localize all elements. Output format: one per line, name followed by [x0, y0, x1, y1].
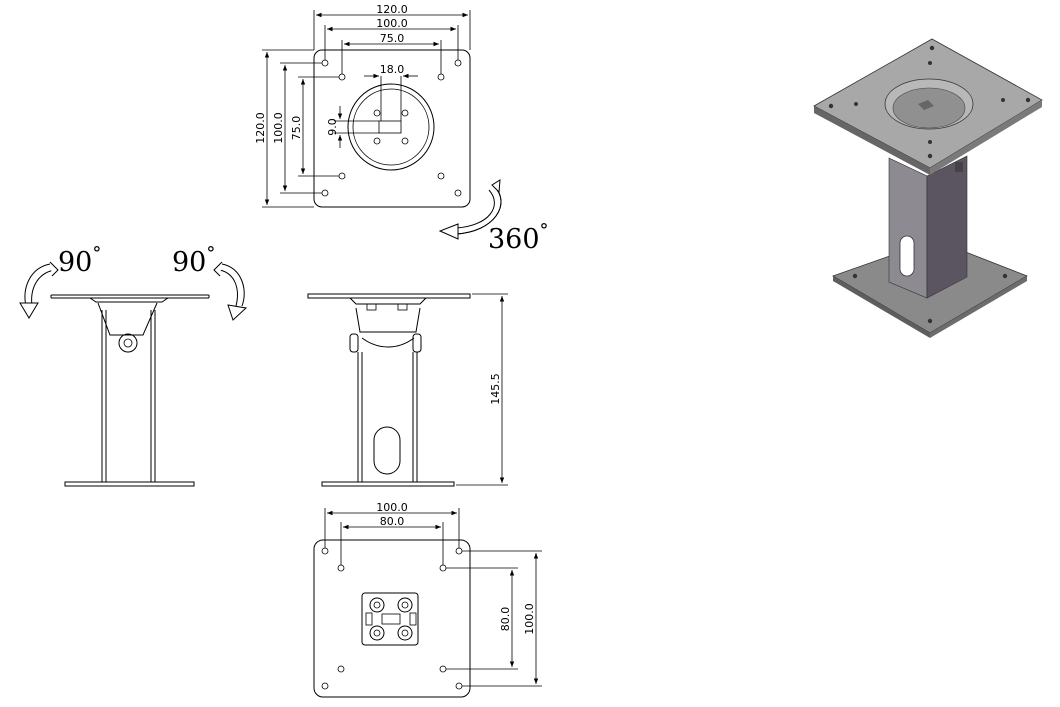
top-view: 120.0 100.0 75.0 18.0 9.0 120.0 100.0 75…	[254, 3, 471, 208]
hole	[338, 172, 346, 180]
dim-slot-height: 9.0	[326, 118, 339, 136]
dim-bottom-height-100: 100.0	[523, 603, 536, 635]
dim-top-height-120: 120.0	[254, 112, 267, 144]
bottom-view: 100.0 80.0 80.0 100.0	[313, 501, 542, 698]
tilt-right-arrow-icon	[227, 304, 248, 321]
side-view-front: 145.5	[307, 293, 508, 487]
degree-symbol: °	[206, 243, 215, 264]
dim-top-width-75: 75.0	[380, 32, 405, 45]
side-view-tilt	[50, 294, 210, 487]
bottom-mount-block	[361, 592, 419, 646]
dim-bottom-width-80: 80.0	[380, 515, 405, 528]
dim-top-width-100: 100.0	[376, 17, 408, 30]
dim-top-height-100: 100.0	[272, 112, 285, 144]
svg-text:90°: 90°	[172, 243, 215, 278]
tilt-right-label: 90	[172, 247, 206, 278]
top-plate-outline	[313, 49, 471, 208]
svg-text:90°: 90°	[58, 243, 101, 278]
hole	[437, 172, 445, 180]
tilt-indicator-right: 90°	[172, 243, 248, 321]
tilt-pivot	[118, 333, 138, 353]
dim-bottom-height-80: 80.0	[499, 607, 512, 632]
tilt-left-label: 90	[58, 247, 92, 278]
dim-slot-width: 18.0	[380, 63, 405, 76]
render-column-front	[888, 157, 928, 299]
degree-symbol: °	[540, 220, 549, 241]
product-3d-render	[813, 38, 1043, 338]
hole	[321, 59, 329, 67]
render-cable-slot	[899, 235, 915, 277]
tilt-left-arrow-icon	[19, 302, 39, 319]
hole	[454, 189, 462, 197]
degree-symbol: °	[92, 243, 101, 264]
hole	[401, 109, 409, 117]
dim-top-height-75: 75.0	[290, 116, 303, 141]
dim-bottom-width-100: 100.0	[376, 501, 408, 514]
hole	[373, 137, 381, 145]
swivel-disc-outer	[347, 83, 435, 171]
hole	[321, 189, 329, 197]
hole	[437, 73, 445, 81]
dim-side-height: 145.5	[489, 373, 502, 405]
render-column-side	[926, 155, 968, 299]
swivel-indicator: 360°	[438, 179, 549, 255]
hole	[454, 59, 462, 67]
svg-text:360°: 360°	[488, 220, 549, 255]
swivel-disc-inner	[352, 88, 430, 166]
swivel-label: 360	[488, 224, 540, 255]
hole	[401, 137, 409, 145]
center-slot	[378, 120, 402, 134]
cable-slot	[373, 426, 401, 475]
hole	[373, 109, 381, 117]
bottom-plate-outline	[313, 539, 471, 698]
hole	[338, 73, 346, 81]
dim-top-width-120: 120.0	[376, 3, 408, 16]
tilt-indicator-left: 90°	[19, 243, 101, 319]
